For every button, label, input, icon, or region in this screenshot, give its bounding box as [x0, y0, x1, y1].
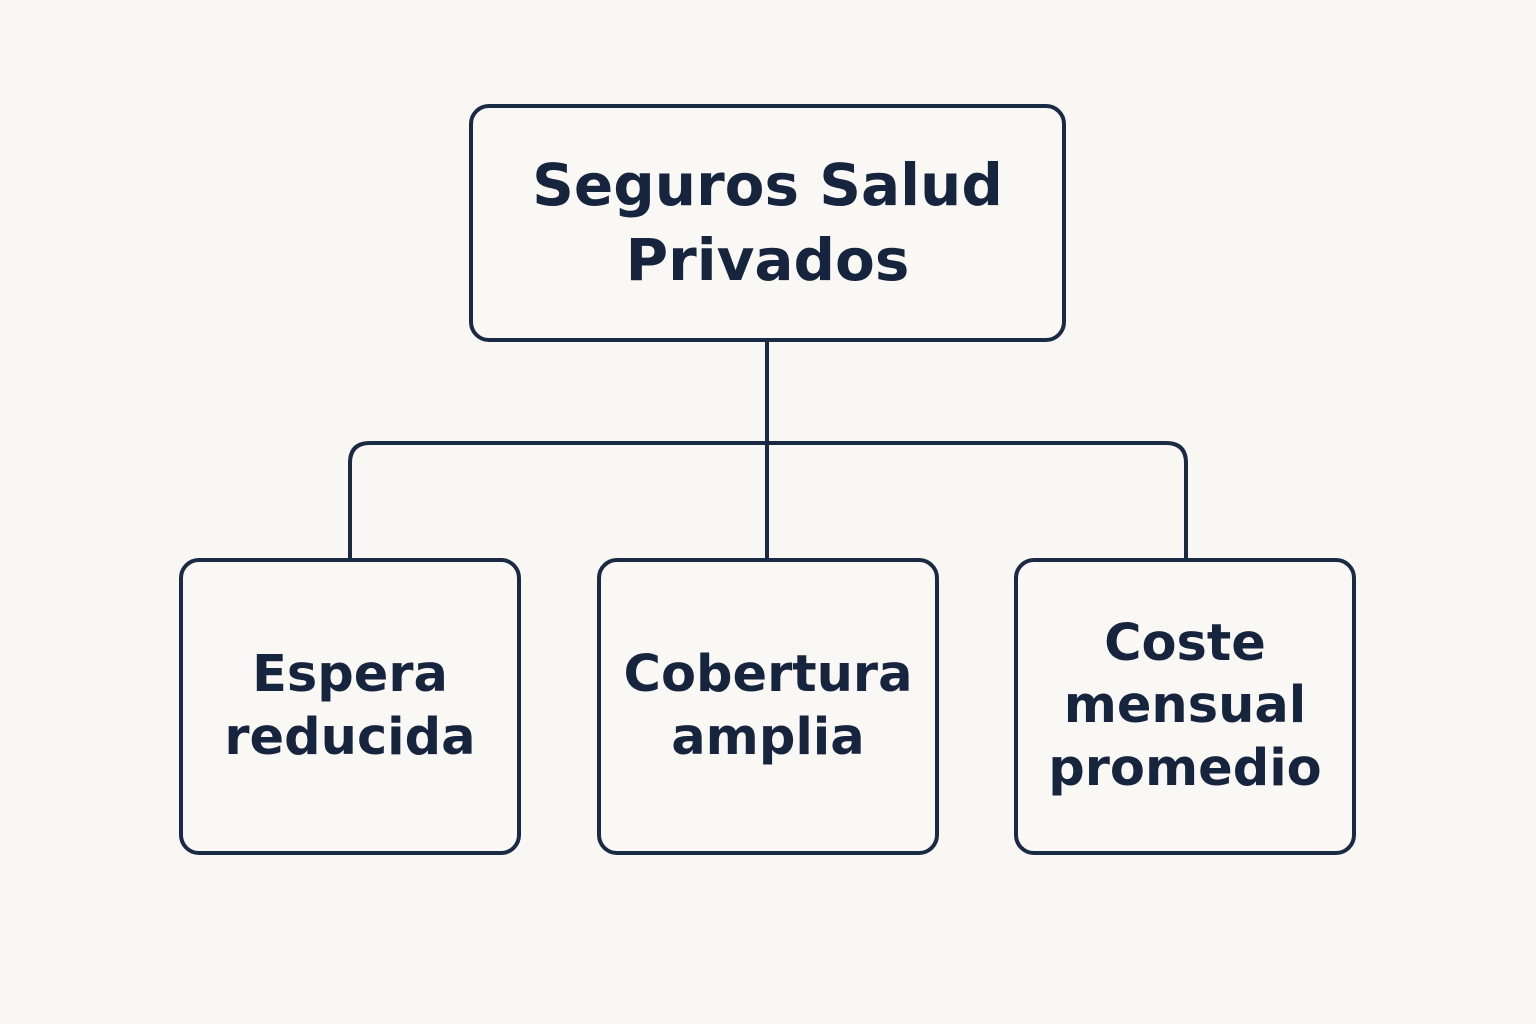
- root-node-label: Seguros Salud Privados: [532, 148, 1003, 299]
- child-node-label: Coste mensual promedio: [1048, 613, 1321, 800]
- root-node: Seguros Salud Privados: [469, 104, 1066, 342]
- child-1-label-line-1: Espera: [252, 645, 448, 705]
- child-node-label: Cobertura amplia: [624, 644, 913, 768]
- child-3-label-line-2: mensual: [1063, 676, 1307, 736]
- child-2-label-line-2: amplia: [671, 707, 865, 767]
- root-label-line-1: Seguros Salud: [532, 150, 1003, 219]
- child-node-coste-mensual-promedio: Coste mensual promedio: [1014, 558, 1356, 855]
- child-node-label: Espera reducida: [224, 644, 475, 768]
- root-label-line-2: Privados: [625, 226, 910, 294]
- child-1-label-line-2: reducida: [224, 707, 476, 767]
- child-2-label-line-1: Cobertura: [623, 645, 913, 705]
- child-node-espera-reducida: Espera reducida: [179, 558, 521, 855]
- child-node-cobertura-amplia: Cobertura amplia: [597, 558, 939, 855]
- child-3-label-line-1: Coste: [1104, 614, 1266, 674]
- child-3-label-line-3: promedio: [1048, 738, 1322, 798]
